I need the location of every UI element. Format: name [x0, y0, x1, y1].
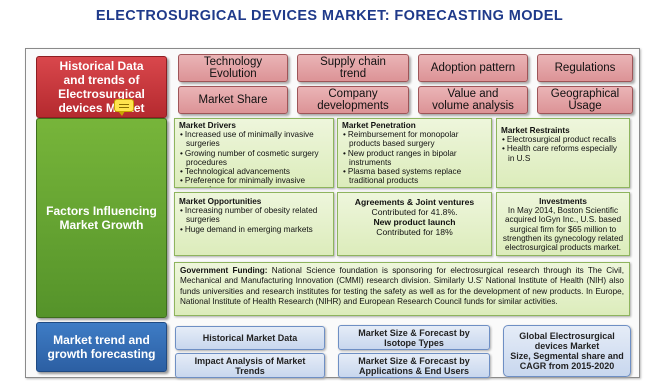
item-value-volume-analysis-line-1: Value and: [447, 87, 499, 100]
investments-heading: Investments: [539, 197, 587, 206]
historical-category-line-1: Historical Data: [59, 59, 144, 73]
factors-category-line-2: Market Growth: [59, 218, 144, 232]
forecast-historical-market-data: Historical Market Data: [175, 326, 325, 350]
forecast-category-line-1: Market trend and: [53, 333, 150, 347]
item-technology-evolution-line-2: Evolution: [209, 68, 257, 80]
market-restraint-item: Health care reforms especially in U.S: [501, 144, 625, 162]
market-penetration-item: New product ranges in bipolar instrument…: [342, 149, 487, 167]
forecast-historical-market-data-line-1: Historical Market Data: [202, 333, 298, 343]
item-geographical-usage-line-1: Geographical: [550, 87, 620, 100]
forecast-category-line-2: growth forecasting: [47, 347, 156, 361]
market-driver-item: Growing number of cosmetic surgery proce…: [179, 149, 329, 167]
investments-box: Investments In May 2014, Boston Scientif…: [496, 192, 630, 256]
forecast-isotope-types-line-1: Market Size & Forecast by: [358, 327, 470, 338]
market-penetration-item: Plasma based systems replace traditional…: [342, 167, 487, 185]
market-opportunity-item: Huge demand in emerging markets: [179, 225, 329, 234]
forecast-global-market-line-2: devices Market: [534, 341, 600, 351]
new-product-launch-contribution: Contributed for 18%: [376, 227, 453, 237]
market-drivers-heading: Market Drivers: [179, 121, 236, 130]
market-opportunities-box: Market Opportunities Increasing number o…: [174, 192, 334, 256]
market-penetration-item: Reimbursement for monopolar products bas…: [342, 130, 487, 148]
market-driver-item: Technological advancements: [179, 167, 329, 176]
factors-category-line-1: Factors Influencing: [46, 204, 157, 218]
forecast-applications-end-users-line-2: Applications & End Users: [358, 365, 469, 376]
comment-bubble-icon[interactable]: [114, 99, 134, 116]
investments-text: In May 2014, Boston Scientific acquired …: [502, 206, 624, 253]
forecast-impact-analysis-line-1: Impact Analysis of Market: [194, 355, 306, 366]
government-funding-box: Government Funding: National Science fou…: [174, 262, 630, 316]
market-penetration-heading: Market Penetration: [342, 121, 416, 130]
item-regulations-line-1: Regulations: [554, 61, 616, 74]
forecast-applications-end-users-line-1: Market Size & Forecast by: [358, 355, 470, 366]
market-restraints-box: Market Restraints Electrosurgical produc…: [496, 118, 630, 188]
market-driver-item: Preference for minimally invasive proced…: [179, 176, 329, 187]
market-opportunity-item: Increasing number of obesity related sur…: [179, 206, 329, 224]
forecast-global-market-line-1: Global Electrosurgical: [519, 331, 615, 341]
market-drivers-box: Market Drivers Increased use of minimall…: [174, 118, 334, 188]
market-driver-item: Increased use of minimally invasive surg…: [179, 130, 329, 148]
agreements-contribution: Contributed for 41.8%.: [371, 207, 458, 217]
agreements-heading: Agreements & Joint ventures: [354, 197, 475, 207]
forecast-isotope-types-line-2: Isotope Types: [384, 337, 444, 348]
forecast-global-market-line-3: Size, Segmental share and: [510, 351, 624, 361]
forecast-global-market-line-4: CAGR from 2015-2020: [519, 361, 615, 371]
market-opportunities-heading: Market Opportunities: [179, 197, 262, 206]
item-adoption-pattern-line-1: Adoption pattern: [430, 61, 516, 74]
item-company-developments-line-1: Company: [328, 87, 378, 100]
factors-category: Factors Influencing Market Growth: [36, 118, 167, 318]
historical-category-line-3: Electrosurgical: [58, 87, 145, 101]
agreements-box: Agreements & Joint ventures Contributed …: [337, 192, 492, 256]
government-funding-label: Government Funding:: [180, 266, 268, 275]
market-restraints-heading: Market Restraints: [501, 126, 570, 135]
forecast-global-market: Global Electrosurgical devices Market Si…: [503, 325, 631, 377]
forecast-category: Market trend and growth forecasting: [36, 322, 167, 372]
new-product-launch-heading: New product launch: [373, 217, 456, 227]
market-restraint-item: Electrosurgical product recalls: [501, 135, 625, 144]
item-regulations: Regulations: [537, 54, 633, 82]
market-penetration-box: Market Penetration Reimbursement for mon…: [337, 118, 492, 188]
item-market-share-line-1: Market Share: [198, 93, 268, 106]
item-adoption-pattern: Adoption pattern: [418, 54, 528, 82]
item-supply-chain-trend-line-1: Supply chain: [320, 55, 386, 68]
item-value-volume-analysis-line-2: volume analysis: [432, 100, 514, 112]
historical-category-line-2: and trends of: [63, 73, 140, 87]
government-funding-text: National Science foundation is sponsorin…: [180, 266, 624, 307]
forecast-impact-analysis-line-2: Trends: [235, 365, 265, 376]
item-supply-chain-trend-line-2: trend: [339, 68, 367, 80]
item-geographical-usage-line-2: Usage: [568, 100, 602, 112]
item-company-developments-line-2: developments: [317, 100, 389, 112]
historical-category: Historical Data and trends of Electrosur…: [36, 56, 167, 118]
page-title: ELECTROSURGICAL DEVICES MARKET: FORECAST…: [95, 8, 564, 24]
item-technology-evolution-line-1: Technology: [203, 55, 263, 68]
item-market-share: Market Share: [178, 86, 288, 114]
